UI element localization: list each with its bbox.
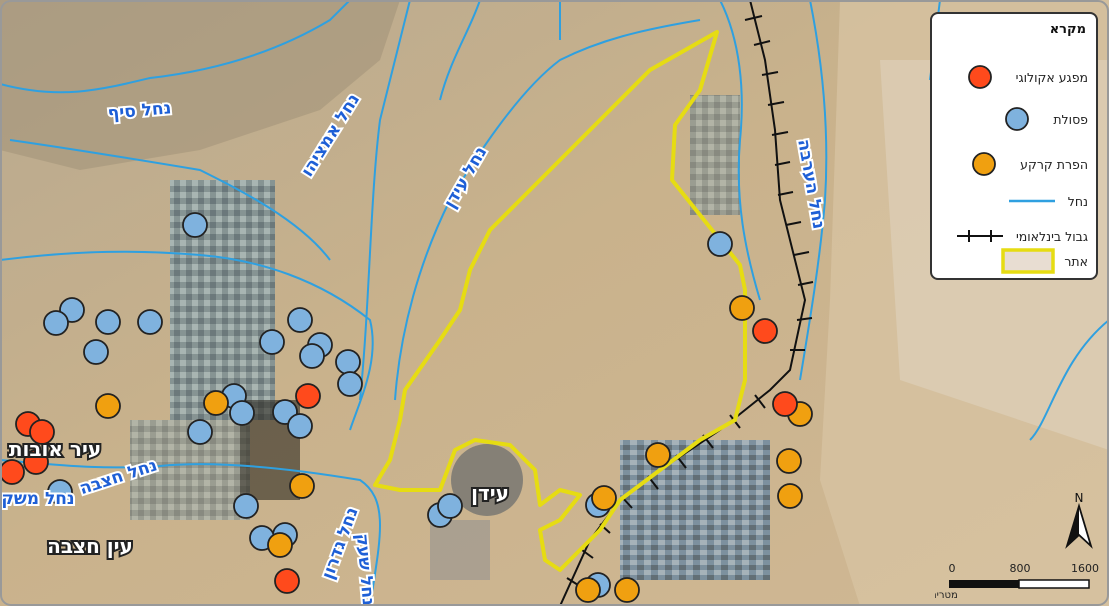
idan-village	[451, 444, 523, 516]
north-label: N	[1075, 491, 1084, 505]
scale-segment	[1018, 579, 1090, 589]
ecological-point[interactable]	[772, 391, 798, 417]
ecological-point[interactable]	[274, 568, 300, 594]
legend-label: פסולת	[1053, 111, 1088, 127]
town-label: עיר אובות	[9, 437, 101, 461]
north-arrow: N	[1064, 490, 1094, 550]
fields-north	[690, 95, 740, 215]
disturbance-point[interactable]	[575, 577, 601, 603]
site-boundary	[373, 30, 747, 572]
mountain-area	[0, 0, 400, 170]
disturbance-point[interactable]	[267, 532, 293, 558]
waste-point[interactable]	[43, 310, 69, 336]
point-layer	[0, 212, 813, 603]
fields-east	[620, 440, 770, 580]
disturbance-point[interactable]	[591, 485, 617, 511]
waste-point[interactable]	[137, 309, 163, 335]
waste-point[interactable]	[95, 309, 121, 335]
waste-point[interactable]	[287, 413, 313, 439]
waste-point[interactable]	[47, 479, 73, 505]
site-polygon-icon	[1000, 246, 1056, 276]
legend-item-disturbance: הפרת קרקע	[936, 149, 1088, 179]
waste-point[interactable]	[337, 371, 363, 397]
blue-circle-icon	[989, 104, 1045, 134]
waste-point[interactable]	[299, 343, 325, 369]
disturbance-point[interactable]	[645, 442, 671, 468]
legend-item-river: נחל	[936, 186, 1088, 216]
town-label: עידן	[471, 481, 509, 505]
disturbance-point[interactable]	[289, 473, 315, 499]
disturbance-point[interactable]	[614, 577, 640, 603]
legend-label: הפרת קרקע	[1020, 156, 1088, 172]
legend-label: מפגע אקולוגי	[1015, 69, 1088, 85]
legend-item-waste: פסולת	[936, 104, 1088, 134]
legend-item-ecological: מפגע אקולוגי	[936, 62, 1088, 92]
scale-tick-label: 0	[949, 562, 956, 575]
disturbance-point[interactable]	[777, 483, 803, 509]
scale-bar: 0 800 1600 מטרים	[930, 556, 1100, 602]
red-circle-icon	[952, 62, 1008, 92]
waste-point[interactable]	[83, 339, 109, 365]
waste-point[interactable]	[259, 329, 285, 355]
ecological-point[interactable]	[23, 449, 49, 475]
scale-segment	[949, 580, 1019, 588]
ecological-point[interactable]	[0, 459, 25, 485]
ecological-point[interactable]	[29, 419, 55, 445]
disturbance-point[interactable]	[203, 390, 229, 416]
legend-item-border: גבול בינלאומי	[936, 221, 1088, 251]
ecological-point[interactable]	[295, 383, 321, 409]
waste-point[interactable]	[233, 493, 259, 519]
legend-title: מקרא	[1049, 22, 1086, 37]
idan-built-area	[430, 520, 490, 580]
waste-point[interactable]	[707, 231, 733, 257]
town-label: עין חצבה	[47, 534, 133, 558]
border-line-icon	[952, 221, 1008, 251]
disturbance-point[interactable]	[729, 295, 755, 321]
waste-point[interactable]	[287, 307, 313, 333]
waste-point[interactable]	[187, 419, 213, 445]
legend-label: גבול בינלאומי	[1015, 228, 1088, 244]
map-legend: מקרא מפגע אקולוגי פסולת הפרת קרקע נחל גב…	[930, 12, 1098, 280]
scale-unit: מטרים	[935, 590, 958, 601]
river-line-icon	[1004, 186, 1060, 216]
waste-point[interactable]	[182, 212, 208, 238]
ecological-point[interactable]	[752, 318, 778, 344]
legend-label: נחל	[1067, 193, 1088, 209]
legend-item-site: אתר	[936, 246, 1088, 276]
legend-label: אתר	[1064, 253, 1088, 269]
waste-point[interactable]	[335, 349, 361, 375]
scale-tick-label: 800	[1010, 562, 1031, 575]
disturbance-point[interactable]	[776, 448, 802, 474]
disturbance-point[interactable]	[95, 393, 121, 419]
waste-point[interactable]	[229, 400, 255, 426]
waste-point[interactable]	[437, 493, 463, 519]
river-label: נחל משק	[1, 489, 74, 509]
orange-circle-icon	[956, 149, 1012, 179]
scale-tick-label: 1600	[1071, 562, 1099, 575]
fields-west	[170, 180, 275, 420]
